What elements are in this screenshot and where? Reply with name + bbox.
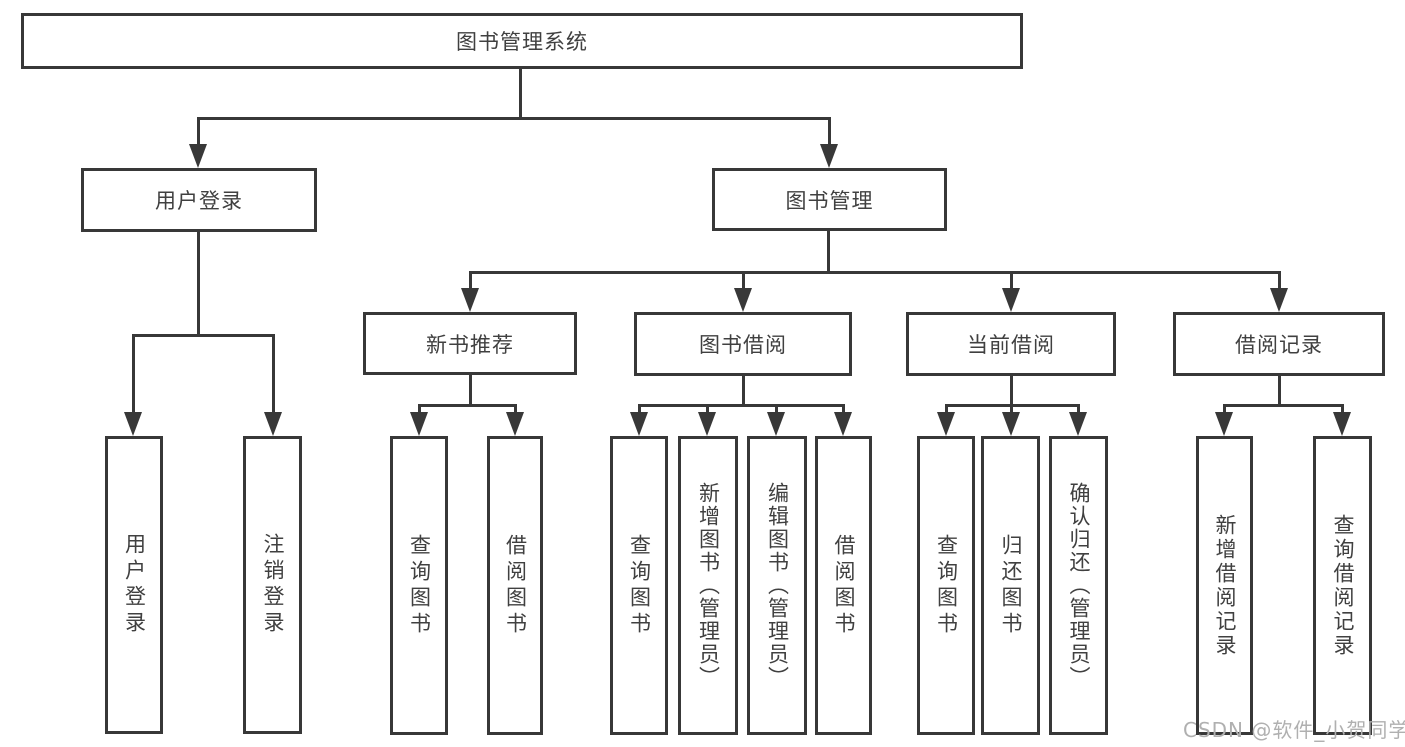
leaf-logout-label: 注销登录 [261, 533, 285, 637]
node-user-login-label: 用户登录 [155, 189, 243, 213]
leaf-cb-query-books-label: 查询图书 [934, 533, 959, 638]
arrow-down-icon [630, 412, 648, 436]
connector-user-login-stub [197, 232, 200, 336]
leaf-bb-query-books: 查询图书 [610, 436, 668, 735]
arrow-down-icon [506, 412, 524, 436]
leaf-bb-query-books-label: 查询图书 [627, 533, 652, 638]
node-current-borrow: 当前借阅 [906, 312, 1116, 376]
arrow-down-icon [410, 412, 428, 436]
leaf-bb-borrow-books-label: 借阅图书 [832, 533, 856, 638]
connector-shaft [1278, 271, 1281, 289]
arrow-down-icon [698, 412, 716, 436]
node-borrow-records: 借阅记录 [1173, 312, 1385, 376]
node-new-books-label: 新书推荐 [426, 332, 514, 357]
connector-user-login-branch [132, 334, 275, 337]
connector-leaf-shaft [132, 334, 135, 414]
leaf-nb-borrow-books: 借阅图书 [487, 436, 543, 735]
leaf-cb-confirm-return-label: 确认归还（管理员） [1067, 482, 1091, 689]
connector-shaft [1341, 404, 1344, 416]
node-book-mgmt-label: 图书管理 [785, 188, 874, 213]
leaf-cb-query-books: 查询图书 [917, 436, 975, 735]
arrow-down-icon [124, 412, 142, 436]
connector-shaft [1223, 404, 1226, 416]
node-book-borrow-label: 图书借阅 [699, 333, 787, 357]
connector-shaft [842, 404, 845, 416]
connector-new-books-branch [418, 404, 517, 407]
leaf-logout: 注销登录 [243, 436, 302, 734]
leaf-bb-borrow-books: 借阅图书 [815, 436, 872, 735]
arrow-down-icon [189, 144, 207, 168]
connector-book-mgmt-stub [827, 231, 830, 273]
arrow-down-icon [1069, 412, 1087, 436]
connector-shaft [418, 404, 421, 416]
leaf-br-query-record-label: 查询借阅记录 [1331, 513, 1355, 658]
connector-leaf-shaft [272, 334, 275, 414]
leaf-cb-confirm-return: 确认归还（管理员） [1049, 436, 1108, 735]
connector-shaft [742, 271, 745, 289]
connector-new-books-stub [469, 375, 472, 406]
arrow-down-icon [734, 288, 752, 312]
connector-book-mgmt-shaft [828, 117, 831, 147]
leaf-user-login-label: 用户登录 [122, 533, 147, 637]
node-book-borrow: 图书借阅 [634, 312, 852, 376]
connector-root-branch [198, 117, 831, 120]
node-book-mgmt: 图书管理 [712, 168, 947, 231]
arrow-down-icon [1333, 412, 1351, 436]
connector-shaft [706, 404, 709, 416]
leaf-nb-query-books-label: 查询图书 [407, 533, 432, 638]
node-new-books: 新书推荐 [363, 312, 577, 375]
arrow-down-icon [820, 144, 838, 168]
node-user-login: 用户登录 [81, 168, 317, 232]
leaf-bb-edit-books-label: 编辑图书（管理员） [765, 482, 790, 689]
leaf-user-login: 用户登录 [105, 436, 163, 734]
csdn-watermark: CSDN @软件_小贺同学 [1183, 718, 1405, 742]
connector-shaft [514, 404, 517, 416]
node-borrow-records-label: 借阅记录 [1235, 333, 1323, 357]
connector-book-borrow-stub [742, 376, 745, 406]
leaf-bb-add-books: 新增图书（管理员） [678, 436, 738, 735]
arrow-down-icon [834, 412, 852, 436]
connector-current-borrow-stub [1010, 376, 1013, 406]
connector-borrow-records-stub [1278, 376, 1281, 406]
connector-user-login-shaft [197, 117, 200, 147]
connector-shaft [1010, 404, 1013, 416]
connector-shaft [775, 404, 778, 416]
arrow-down-icon [1002, 288, 1020, 312]
connector-shaft [945, 404, 948, 416]
arrow-down-icon [767, 412, 785, 436]
leaf-nb-query-books: 查询图书 [390, 436, 448, 735]
node-root-label: 图书管理系统 [456, 30, 588, 54]
arrow-down-icon [264, 412, 282, 436]
leaf-cb-return-books: 归还图书 [981, 436, 1040, 735]
leaf-br-add-record: 新增借阅记录 [1196, 436, 1253, 735]
connector-shaft [1010, 271, 1013, 289]
arrow-down-icon [1002, 412, 1020, 436]
connector-book-mgmt-branch [469, 271, 1281, 274]
node-root: 图书管理系统 [21, 13, 1023, 69]
leaf-br-add-record-label: 新增借阅记录 [1213, 513, 1237, 658]
arrow-down-icon [937, 412, 955, 436]
leaf-bb-add-books-label: 新增图书（管理员） [696, 482, 721, 689]
arrow-down-icon [1270, 288, 1288, 312]
leaf-br-query-record: 查询借阅记录 [1313, 436, 1372, 735]
leaf-cb-return-books-label: 归还图书 [999, 533, 1023, 638]
connector-root-stub [519, 69, 522, 119]
connector-shaft [638, 404, 641, 416]
node-current-borrow-label: 当前借阅 [967, 333, 1055, 357]
leaf-nb-borrow-books-label: 借阅图书 [503, 533, 528, 638]
leaf-bb-edit-books: 编辑图书（管理员） [747, 436, 807, 735]
arrow-down-icon [461, 288, 479, 312]
connector-book-borrow-branch [638, 404, 845, 407]
connector-shaft [469, 271, 472, 289]
arrow-down-icon [1215, 412, 1233, 436]
connector-shaft [1077, 404, 1080, 416]
connector-borrow-records-branch [1223, 404, 1344, 407]
